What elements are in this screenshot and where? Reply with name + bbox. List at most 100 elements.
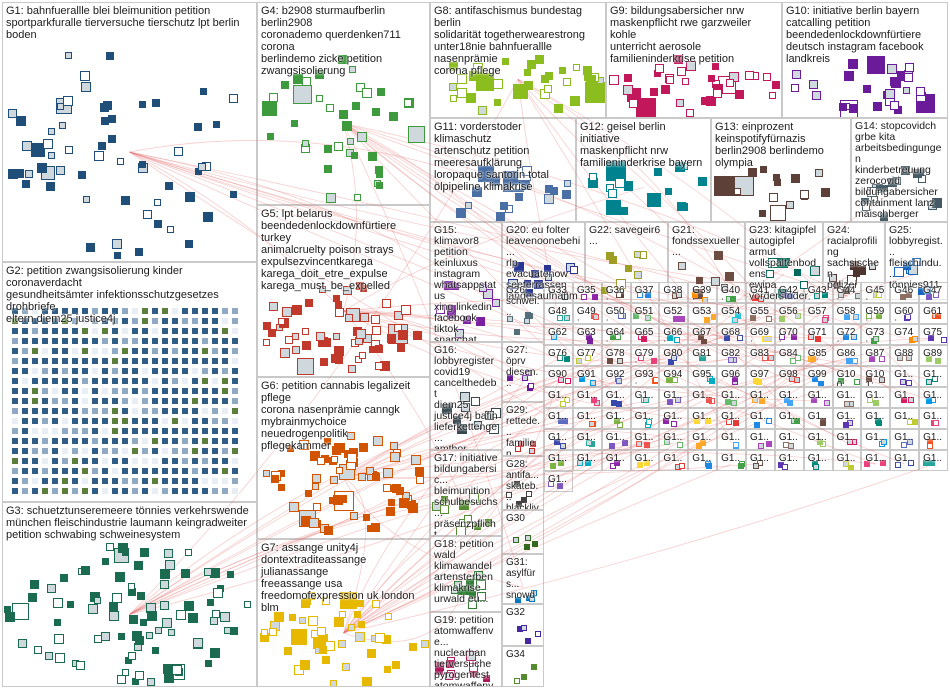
cluster-g7: G7: assange unity4j dontextraditeassange… — [257, 539, 430, 687]
node-avatar — [131, 367, 139, 375]
node-avatar — [219, 612, 230, 623]
node-avatar — [34, 645, 43, 654]
node-avatar — [116, 674, 126, 684]
node-avatar — [489, 175, 500, 186]
node-avatar — [373, 435, 384, 446]
node-avatar — [227, 570, 235, 578]
node-avatar — [400, 304, 411, 315]
cluster-label: G1... — [894, 432, 914, 450]
node-avatar — [121, 357, 129, 365]
cluster-label: G1... — [692, 453, 712, 471]
node-avatar — [469, 492, 480, 503]
node-avatar — [201, 347, 209, 355]
node-avatar — [191, 437, 199, 445]
cluster-label: G1... — [865, 390, 885, 408]
node-avatar — [131, 467, 139, 475]
node-avatar — [289, 613, 296, 621]
cluster-label: G63 — [576, 327, 596, 338]
node-avatar — [8, 168, 19, 179]
cluster-label: G60: leipzi... — [894, 306, 914, 324]
node-avatar — [37, 163, 48, 174]
node-avatar — [845, 357, 852, 364]
node-avatar — [385, 612, 393, 620]
node-avatar — [61, 447, 69, 455]
node-avatar — [101, 397, 109, 405]
cluster-g36: G36: santorin — [601, 282, 631, 303]
node-avatar — [211, 387, 219, 395]
node-avatar — [666, 75, 675, 84]
node-avatar — [81, 427, 89, 435]
node-avatar — [65, 51, 73, 59]
node-avatar — [267, 329, 276, 338]
node-avatar — [268, 628, 277, 637]
node-avatar — [61, 397, 69, 405]
node-avatar — [289, 501, 300, 512]
node-avatar — [41, 427, 49, 435]
node-avatar — [111, 307, 119, 315]
node-avatar — [773, 178, 781, 186]
node-avatar — [71, 367, 79, 375]
cluster-g83: G83 — [746, 345, 775, 366]
node-avatar — [51, 467, 59, 475]
node-avatar — [41, 387, 49, 395]
node-avatar — [590, 379, 597, 386]
node-avatar — [201, 377, 209, 385]
node-avatar — [71, 317, 79, 325]
node-avatar — [211, 307, 219, 315]
node-avatar — [778, 315, 785, 322]
node-avatar — [181, 357, 189, 365]
cluster-label: G75 — [923, 327, 943, 338]
cluster-g115: G1... — [861, 387, 891, 408]
node-avatar — [928, 460, 935, 467]
node-avatar — [128, 652, 137, 661]
cluster-g78: G78 — [601, 345, 631, 366]
node-avatar — [131, 387, 139, 395]
cluster-label: G1... — [548, 474, 567, 492]
node-avatar — [51, 447, 59, 455]
node-avatar — [191, 387, 199, 395]
node-avatar — [191, 377, 199, 385]
node-avatar — [21, 367, 29, 375]
cluster-label: G1... — [663, 411, 683, 429]
node-avatar — [843, 460, 850, 467]
node-avatar — [767, 258, 778, 269]
node-avatar — [41, 437, 49, 445]
node-avatar — [191, 317, 199, 325]
node-avatar — [884, 89, 895, 100]
cluster-label: G81 — [692, 348, 712, 359]
node-avatar — [513, 328, 520, 335]
node-avatar — [637, 462, 644, 469]
node-avatar — [51, 427, 59, 435]
cluster-g37: G37 — [630, 282, 660, 303]
node-avatar — [101, 387, 109, 395]
cluster-label: G10: initiative berlin bayern catcalling… — [786, 5, 924, 65]
node-avatar — [51, 367, 59, 375]
cluster-g104: G1... — [544, 387, 573, 408]
node-avatar — [41, 357, 49, 365]
node-avatar — [61, 367, 69, 375]
node-avatar — [359, 285, 367, 293]
node-avatar — [674, 397, 681, 404]
cluster-g70: G70: bibli... — [774, 324, 804, 345]
cluster-label: G16: lobbyregister covid19 cancelthedebt… — [434, 344, 498, 450]
cluster-label: G68 — [721, 327, 741, 338]
node-avatar — [181, 337, 189, 345]
cluster-label: G28: antifa... skateb... blacklivi... — [506, 459, 539, 510]
node-avatar — [564, 397, 571, 404]
node-avatar — [31, 457, 39, 465]
node-avatar — [614, 178, 625, 189]
node-avatar — [231, 447, 239, 455]
node-avatar — [673, 315, 680, 322]
node-avatar — [30, 580, 40, 590]
cluster-g29: G29: rettede... familien... bildung... — [502, 402, 544, 456]
node-avatar — [98, 141, 107, 150]
node-avatar — [191, 367, 199, 375]
node-avatar — [11, 467, 19, 475]
node-avatar — [4, 605, 12, 613]
node-avatar — [301, 328, 309, 336]
node-avatar — [852, 357, 859, 364]
node-avatar — [151, 98, 160, 107]
cluster-label: G1... — [548, 390, 567, 408]
node-avatar — [520, 625, 527, 632]
node-avatar — [810, 266, 821, 277]
